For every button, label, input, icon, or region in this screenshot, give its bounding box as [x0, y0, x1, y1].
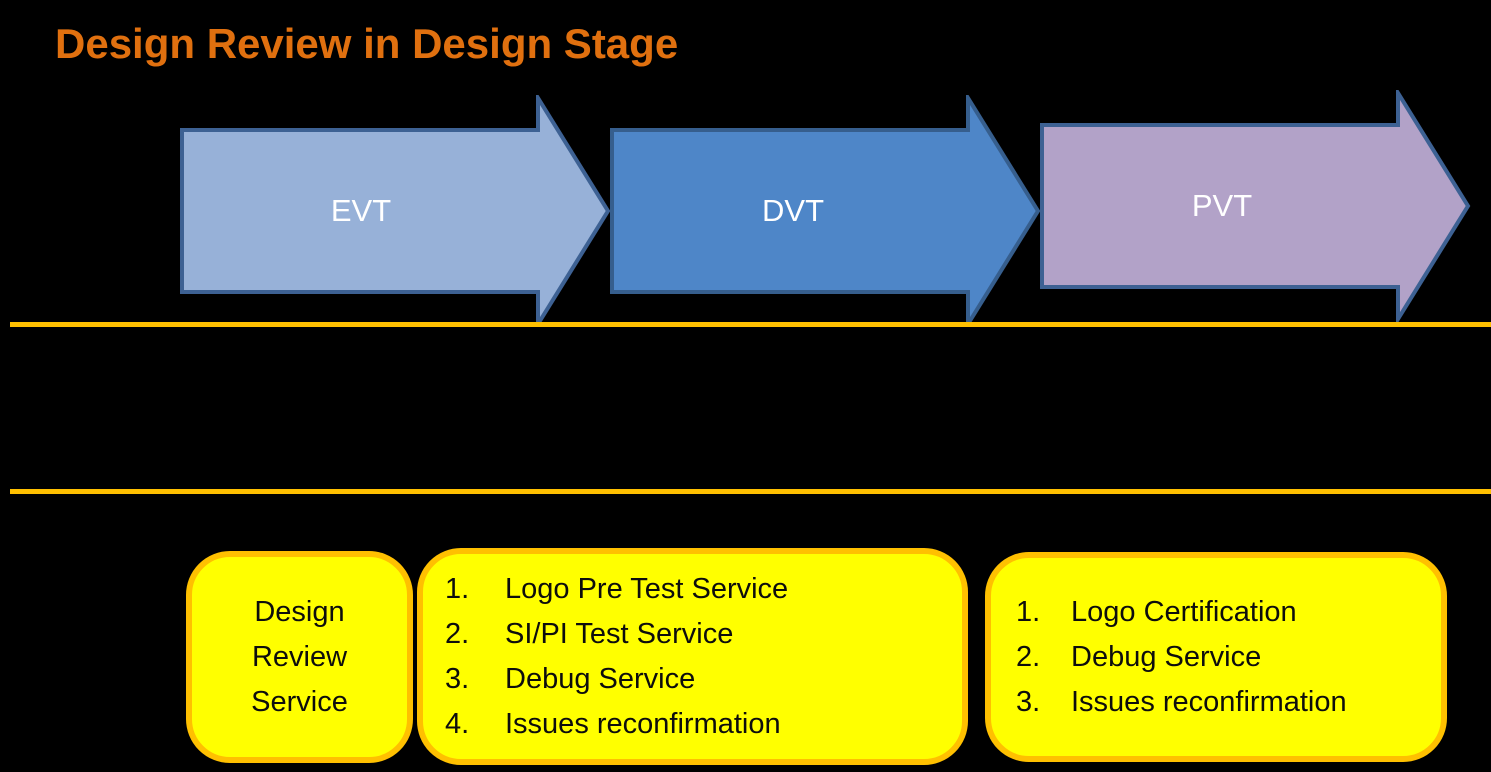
list-item-text: Logo Certification — [1071, 595, 1297, 628]
list-item-number: 1. — [1016, 595, 1041, 628]
list-item-number: 3. — [445, 662, 470, 695]
arrow-shape-evt — [180, 95, 611, 327]
list-item-text: Issues reconfirmation — [1071, 685, 1347, 718]
list-item: 1. Logo Pre Test Service — [445, 567, 788, 612]
stage-label-pvt: PVT — [1191, 188, 1253, 223]
list-item: 4. Issues reconfirmation — [445, 702, 788, 747]
list-item-number: 3. — [1016, 685, 1041, 718]
list-item: 3. Debug Service — [445, 657, 788, 702]
list-item-text: SI/PI Test Service — [505, 617, 734, 650]
stage-arrow-dvt — [610, 95, 1041, 327]
divider-line-bottom — [10, 489, 1491, 494]
list-item-number: 2. — [445, 617, 470, 650]
list-item-text: Logo Pre Test Service — [505, 572, 789, 605]
page-title: Design Review in Design Stage — [55, 20, 679, 67]
list-item: 1. Logo Certification — [1016, 590, 1347, 635]
divider-line-top — [10, 322, 1491, 327]
stage-label-dvt: DVT — [762, 193, 824, 228]
list-item: 2. Debug Service — [1016, 635, 1347, 680]
list-item-text: Debug Service — [1071, 640, 1262, 673]
service-box-dvt-services: 1. Logo Pre Test Service 2. SI/PI Test S… — [417, 548, 968, 765]
stage-arrow-evt — [180, 95, 611, 327]
list-item: 2. SI/PI Test Service — [445, 612, 788, 657]
list-item-number: 1. — [445, 572, 470, 605]
service-box-pvt-services: 1. Logo Certification 2. Debug Service 3… — [985, 552, 1447, 762]
stage-label-evt: EVT — [330, 193, 392, 228]
list-item-number: 2. — [1016, 640, 1041, 673]
arrow-shape-pvt — [1040, 90, 1471, 322]
list-item-text: Debug Service — [505, 662, 696, 695]
list-item-number: 4. — [445, 707, 470, 740]
service-box-design-review: Design Review Service — [186, 551, 413, 763]
list-item-text: Issues reconfirmation — [505, 707, 781, 740]
stage-arrow-pvt — [1040, 90, 1471, 322]
list-item: 3. Issues reconfirmation — [1016, 680, 1347, 725]
arrow-shape-dvt — [610, 95, 1041, 327]
design-review-service-label: Design Review Service — [251, 595, 348, 718]
pvt-service-list: 1. Logo Certification 2. Debug Service 3… — [991, 590, 1347, 725]
dvt-service-list: 1. Logo Pre Test Service 2. SI/PI Test S… — [423, 567, 788, 747]
